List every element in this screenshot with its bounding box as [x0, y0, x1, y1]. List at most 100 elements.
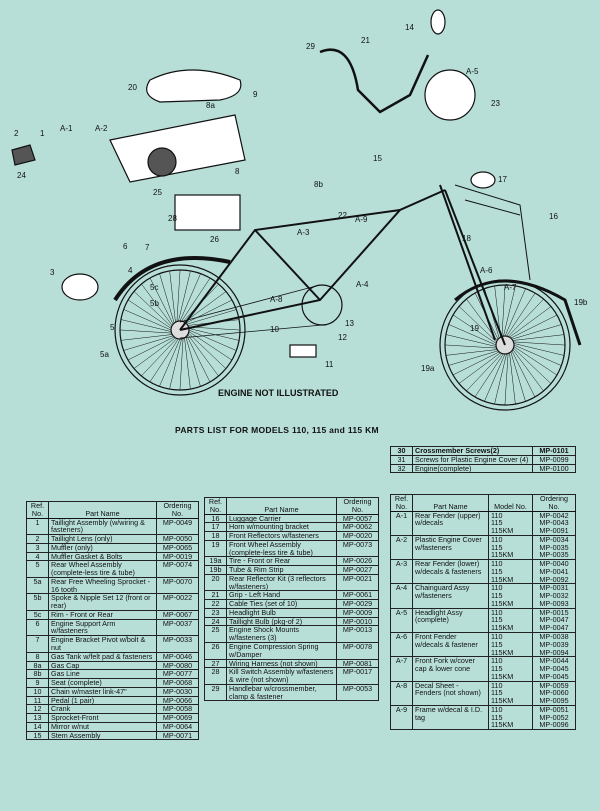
spoke — [513, 344, 562, 366]
callout-label: 20 — [128, 83, 137, 92]
callout-label: 6 — [123, 242, 128, 251]
ordering-number: MP-0022 — [156, 593, 199, 611]
spoke — [169, 338, 182, 390]
parts-table-models: Ref. No. Part Name Model No. Ordering No… — [390, 494, 576, 731]
spoke — [179, 273, 201, 322]
ref-number: 14 — [26, 721, 49, 732]
muffler — [61, 273, 99, 301]
ref-number: 5c — [26, 609, 49, 620]
callout-label: 26 — [210, 235, 219, 244]
spoke — [445, 349, 498, 356]
ref-number: A-1 — [390, 510, 413, 536]
callout-label: 1 — [40, 129, 45, 138]
ordering-number: MP-0047 — [539, 623, 569, 633]
spoke — [149, 338, 179, 383]
model-header: Model No. — [488, 494, 533, 512]
spoke — [119, 329, 172, 334]
callout-label: 14 — [405, 23, 414, 32]
part-name: Crossmember Screws(2) — [412, 446, 533, 456]
ref-number: 31 — [390, 454, 413, 465]
ordering-number: MP-0019 — [156, 551, 199, 562]
part-name: Headlight Bulb — [226, 607, 337, 618]
spoke — [512, 349, 544, 392]
callout-label: 23 — [491, 99, 500, 108]
ordering-number: MP-0032 — [539, 591, 569, 601]
ref-number: 30 — [390, 446, 413, 456]
callout-label: 5a — [100, 350, 109, 359]
bike-drawing — [11, 9, 582, 411]
spoke — [159, 273, 175, 324]
mirror — [430, 9, 446, 35]
callout-label: 19a — [421, 364, 435, 373]
ordering-number: MP-0047 — [539, 615, 569, 625]
spoke — [506, 292, 536, 337]
front-fender — [454, 279, 582, 346]
headlight — [424, 69, 476, 121]
ref-number: 32 — [390, 463, 413, 474]
part-name: Muffler (only) — [48, 542, 157, 553]
part-name: Engine Shock Mounts w/fasteners (3) — [226, 625, 337, 644]
ordering-number: MP-0095 — [539, 696, 569, 706]
ordering-number: MP-0046 — [156, 651, 199, 662]
spoke — [466, 353, 503, 392]
model-number: 110 — [491, 632, 503, 642]
callout-label: 2 — [14, 129, 19, 138]
callout-label: 8 — [235, 167, 240, 176]
callout-label: 28 — [168, 214, 177, 223]
ordering-number: MP-0042 — [539, 510, 569, 520]
ordering-number: MP-0045 — [539, 671, 569, 681]
ordering-number: MP-0043 — [539, 518, 569, 528]
ordering-number: MP-0064 — [156, 721, 199, 732]
spoke — [120, 319, 172, 332]
spoke — [133, 291, 172, 328]
ref-number: A-6 — [390, 632, 413, 658]
ordering-number: MP-0057 — [336, 513, 379, 524]
spoke — [188, 326, 241, 331]
callout-label: 9 — [253, 90, 258, 99]
ordering-number: MP-0026 — [336, 556, 379, 567]
ordering-number: MP-0091 — [539, 526, 569, 536]
ordering-number: MP-0065 — [156, 542, 199, 553]
part-name: Engine Bracket Pivot w/bolt & nut — [48, 635, 157, 653]
part-name: Rear Wheel Assembly (complete-less tire … — [48, 560, 157, 578]
taillight — [11, 144, 36, 166]
spoke — [509, 306, 552, 338]
model-number: 115 — [491, 664, 503, 674]
part-name: Frame w/decal & I.D. tag — [412, 704, 489, 731]
part-name-header: Part Name — [226, 497, 337, 515]
spoke — [133, 337, 176, 369]
spoke — [149, 277, 174, 325]
spoke — [185, 299, 233, 324]
part-name: Rear Fender (lower) w/decals & fasteners — [412, 559, 489, 585]
model-number: 115KM — [491, 550, 514, 560]
ref-number: 15 — [26, 730, 49, 741]
spoke — [504, 288, 526, 337]
callout-label: 24 — [17, 171, 26, 180]
callout-label: 12 — [338, 333, 347, 342]
part-name: Rear Free Wheeling Sprocket - 16 tooth — [48, 576, 157, 595]
ordering-number: MP-0093 — [539, 598, 569, 608]
model-number: 110 — [491, 534, 503, 544]
callout-label: 29 — [306, 42, 315, 51]
ordering-number: MP-0066 — [156, 695, 199, 706]
ref-number: 25 — [204, 625, 227, 644]
